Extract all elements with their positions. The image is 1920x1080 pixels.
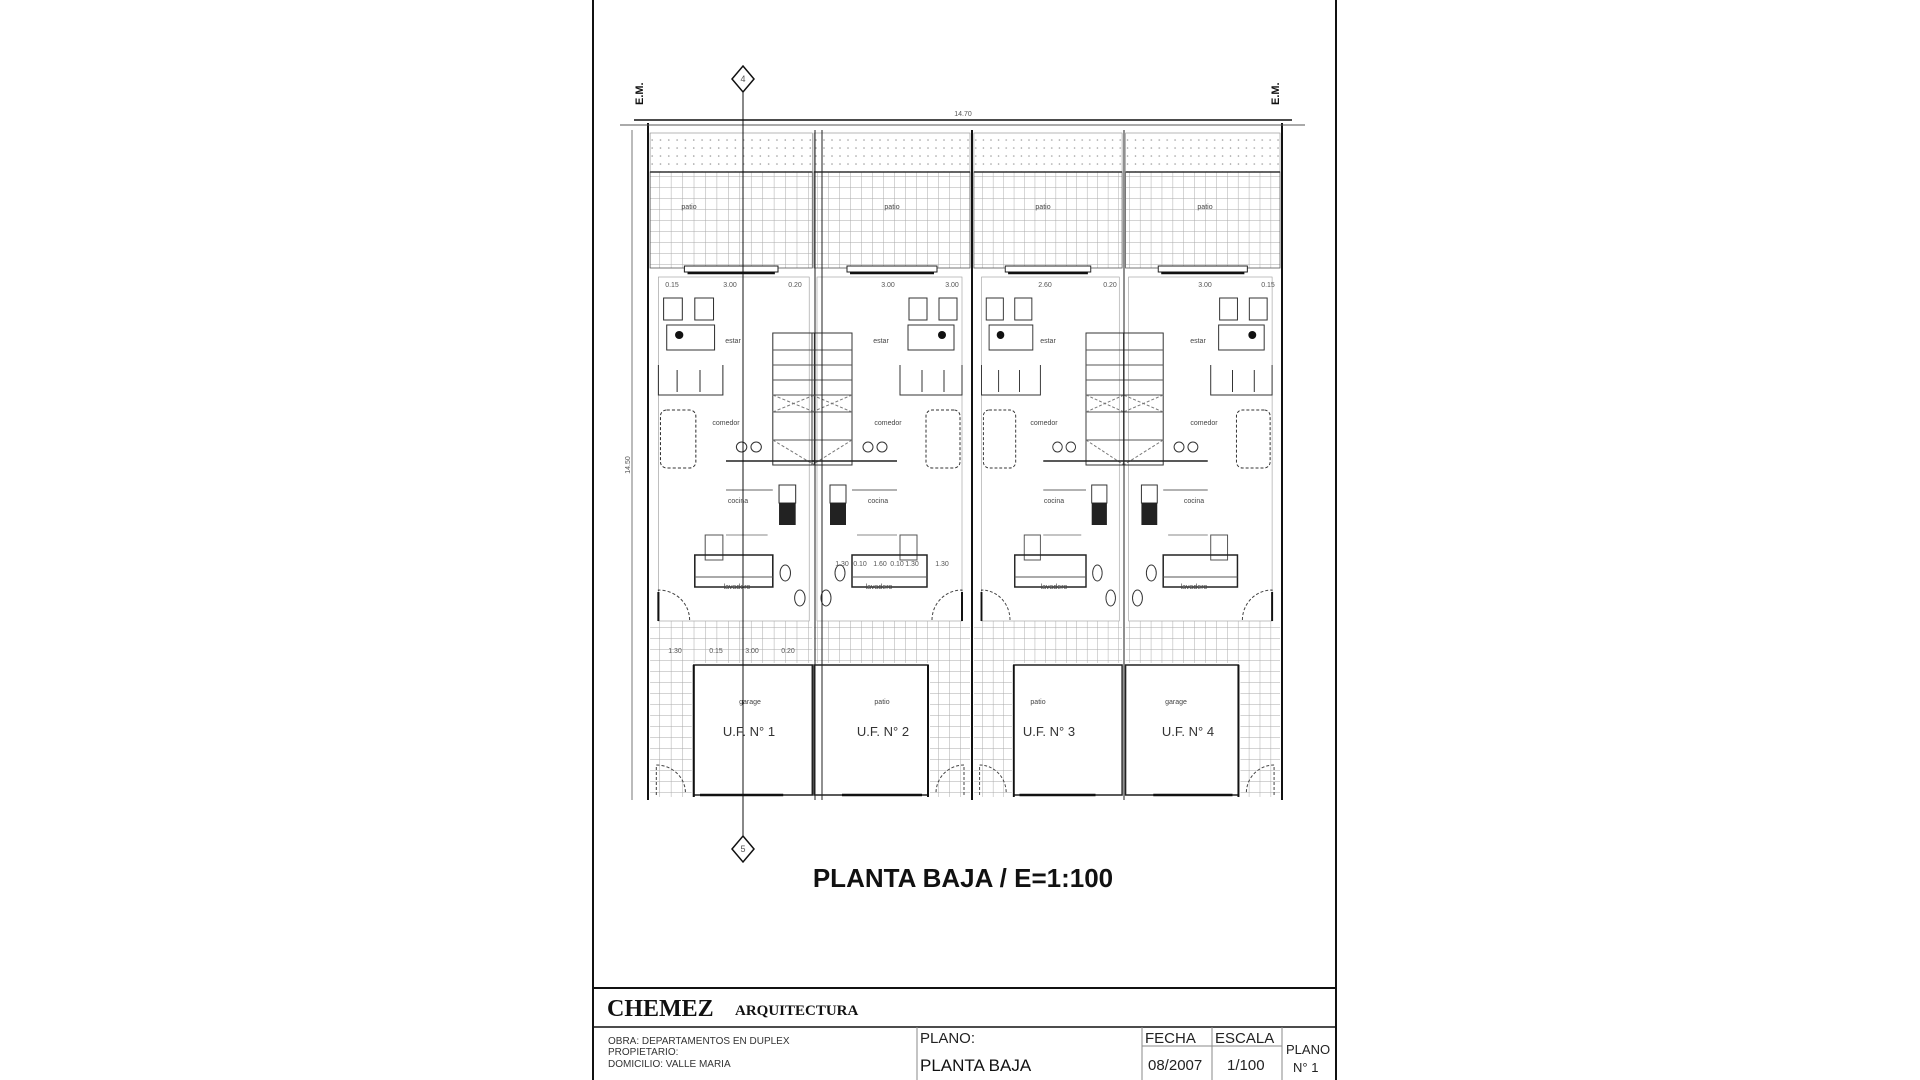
svg-text:0.20: 0.20	[788, 282, 802, 289]
room-label-cocina-4: cocina	[1184, 498, 1204, 505]
svg-text:0.15: 0.15	[665, 282, 679, 289]
room-label-patio-2: patio	[884, 204, 899, 211]
escala-value: 1/100	[1227, 1057, 1265, 1074]
drawing-title: PLANTA BAJA / E=1:100	[813, 863, 1113, 893]
escala-label: ESCALA	[1215, 1030, 1274, 1047]
svg-text:0.10: 0.10	[890, 561, 904, 568]
room-label-patio-1: patio	[681, 204, 696, 211]
room-label-lavadero-2: lavadero	[866, 584, 893, 591]
obra-text: OBRA: DEPARTAMENTOS EN DUPLEX	[608, 1036, 790, 1047]
title-block: CHEMEZ ARQUITECTURA OBRA: DEPARTAMENTOS …	[593, 987, 1336, 1080]
dimensions-top: 0.15 3.00 0.20 3.00 3.00 2.60 0.20 3.00 …	[665, 282, 1275, 289]
svg-text:0.20: 0.20	[781, 648, 795, 655]
dimensions-middle: 1.30 0.10 1.60 0.10 1.30 1.30	[835, 561, 949, 568]
svg-text:4: 4	[740, 74, 745, 84]
room-labels: patio patio patio patio estar estar esta…	[681, 204, 1218, 706]
firm-name: CHEMEZ	[607, 996, 714, 1022]
room-label-estar-4: estar	[1190, 338, 1206, 345]
room-label-comedor-4: comedor	[1190, 420, 1218, 427]
side-dim: 14.50	[625, 456, 632, 474]
svg-text:5: 5	[740, 844, 745, 854]
unit-label-2: U.F. N° 2	[857, 724, 909, 739]
room-label-patio-3: patio	[1035, 204, 1050, 211]
plano-number-label: PLANO	[1286, 1042, 1330, 1057]
room-label-lavadero-1: lavadero	[724, 584, 751, 591]
room-label-cocina-2: cocina	[868, 498, 888, 505]
unit-labels: U.F. N° 1 U.F. N° 2 U.F. N° 3 U.F. N° 4	[723, 724, 1214, 739]
firm-subtitle: ARQUITECTURA	[735, 1003, 859, 1019]
room-label-lavadero-3: lavadero	[1041, 584, 1068, 591]
svg-text:1.30: 1.30	[905, 561, 919, 568]
overall-width-dim: 14.70	[954, 111, 972, 118]
room-label-estar-3: estar	[1040, 338, 1056, 345]
fecha-label: FECHA	[1145, 1030, 1196, 1047]
property-line-label-left: E.M.	[634, 82, 646, 105]
unit-2-plan	[810, 131, 972, 799]
room-label-comedor-2: comedor	[874, 420, 902, 427]
svg-text:3.00: 3.00	[945, 282, 959, 289]
fecha-value: 08/2007	[1148, 1057, 1202, 1074]
room-label-front-1: garage	[739, 699, 761, 706]
plano-value: PLANTA BAJA	[920, 1056, 1032, 1075]
property-line-label-right: E.M.	[1270, 82, 1282, 105]
room-label-estar-1: estar	[725, 338, 741, 345]
svg-text:1.30: 1.30	[835, 561, 849, 568]
dimensions-bottom: 1.30 0.15 3.00 0.20	[668, 648, 795, 655]
svg-text:2.60: 2.60	[1038, 282, 1052, 289]
plano-number-value: N° 1	[1293, 1060, 1318, 1075]
floor-plan: 14.70 14.50 4 5 E.M. E.M. 0.15 3.00 0.20…	[620, 64, 1305, 864]
svg-text:0.15: 0.15	[709, 648, 723, 655]
domicilio-text: DOMICILIO: VALLE MARIA	[608, 1059, 731, 1070]
svg-text:3.00: 3.00	[881, 282, 895, 289]
room-label-comedor-3: comedor	[1030, 420, 1058, 427]
room-label-estar-2: estar	[873, 338, 889, 345]
svg-text:1.30: 1.30	[668, 648, 682, 655]
svg-text:0.15: 0.15	[1261, 282, 1275, 289]
svg-text:3.00: 3.00	[723, 282, 737, 289]
unit-label-1: U.F. N° 1	[723, 724, 775, 739]
room-label-front-2: patio	[874, 699, 889, 706]
unit-4-plan	[1122, 131, 1282, 799]
unit-label-3: U.F. N° 3	[1023, 724, 1075, 739]
svg-text:0.20: 0.20	[1103, 282, 1117, 289]
room-label-front-3: patio	[1030, 699, 1045, 706]
unit-1-plan	[648, 131, 816, 799]
room-label-comedor-1: comedor	[712, 420, 740, 427]
svg-text:0.10: 0.10	[853, 561, 867, 568]
room-label-cocina-3: cocina	[1044, 498, 1064, 505]
svg-text:3.00: 3.00	[745, 648, 759, 655]
svg-text:1.60: 1.60	[873, 561, 887, 568]
axis-marker-top: 4	[731, 64, 755, 94]
propietario-text: PROPIETARIO:	[608, 1047, 678, 1058]
unit-3-plan	[972, 131, 1126, 799]
svg-text:3.00: 3.00	[1198, 282, 1212, 289]
room-label-patio-4: patio	[1197, 204, 1212, 211]
room-label-front-4: garage	[1165, 699, 1187, 706]
plano-label: PLANO:	[920, 1030, 975, 1047]
room-label-cocina-1: cocina	[728, 498, 748, 505]
axis-marker-bottom: 5	[731, 834, 755, 864]
unit-label-4: U.F. N° 4	[1162, 724, 1214, 739]
svg-text:1.30: 1.30	[935, 561, 949, 568]
room-label-lavadero-4: lavadero	[1181, 584, 1208, 591]
